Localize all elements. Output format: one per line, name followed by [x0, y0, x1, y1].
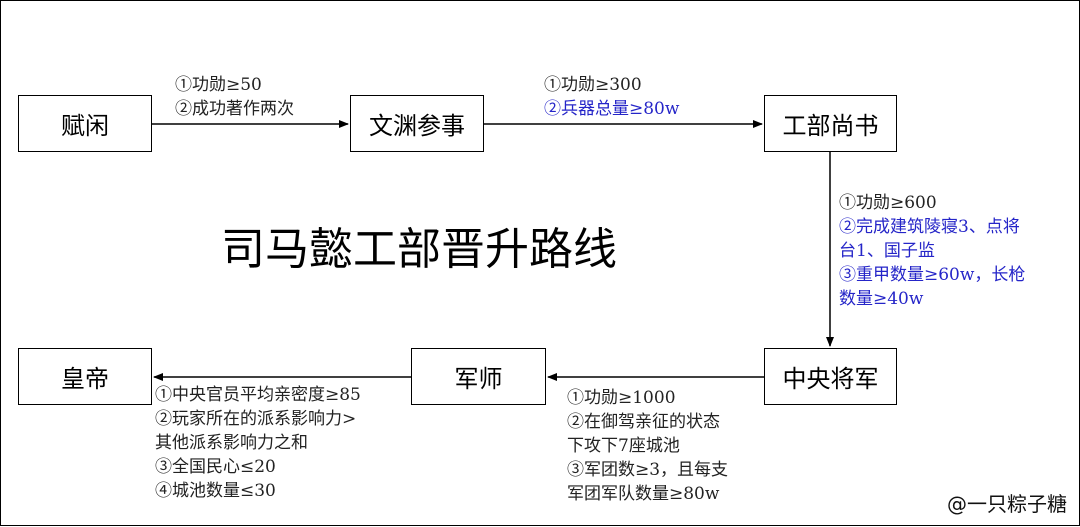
- condition-line: 军团军队数量≥80w: [567, 484, 720, 504]
- condition-line: ③军团数≥3，且每支: [567, 460, 729, 480]
- condition-line: ④城池数量≤30: [155, 481, 276, 501]
- condition-line: ②在御驾亲征的状态: [567, 412, 720, 432]
- conditions-to-wenyuan: ①功勋≥50 ②成功著作两次: [175, 73, 294, 121]
- condition-line: ②成功著作两次: [175, 99, 294, 119]
- conditions-to-gongbu: ①功勋≥300 ②兵器总量≥80w: [544, 73, 679, 121]
- node-fuxian: 赋闲: [18, 95, 152, 152]
- node-wenyuan-canshi: 文渊参事: [350, 95, 484, 152]
- condition-line: ①中央官员平均亲密度≥85: [155, 385, 361, 405]
- condition-line: ①功勋≥300: [544, 75, 642, 95]
- condition-line: 下攻下7座城池: [567, 436, 680, 456]
- condition-line-highlight: 数量≥40w: [839, 289, 924, 309]
- node-huangdi: 皇帝: [18, 348, 152, 405]
- condition-line-highlight: ②完成建筑陵寝3、点将: [839, 217, 1020, 237]
- conditions-to-huangdi: ①中央官员平均亲密度≥85 ②玩家所在的派系影响力> 其他派系影响力之和 ③全国…: [155, 383, 361, 503]
- condition-line-highlight: 台1、国子监: [839, 241, 935, 261]
- condition-line: ①功勋≥50: [175, 75, 262, 95]
- node-zhongyang-jiangjun: 中央将军: [764, 348, 897, 405]
- condition-line: ③全国民心≤20: [155, 457, 276, 477]
- condition-line: ②玩家所在的派系影响力>: [155, 409, 357, 429]
- watermark: @一只粽子糖: [947, 492, 1067, 516]
- condition-line-highlight: ③重甲数量≥60w，长枪: [839, 265, 1026, 285]
- condition-line: ①功勋≥600: [839, 193, 937, 213]
- condition-line-highlight: ②兵器总量≥80w: [544, 99, 680, 119]
- node-junshi: 军师: [411, 348, 546, 405]
- condition-line: ①功勋≥1000: [567, 388, 676, 408]
- conditions-to-junshi: ①功勋≥1000 ②在御驾亲征的状态 下攻下7座城池 ③军团数≥3，且每支 军团…: [567, 386, 728, 506]
- node-gongbu-shangshu: 工部尚书: [764, 95, 897, 152]
- diagram-title: 司马懿工部晋升路线: [221, 224, 617, 275]
- condition-line: 其他派系影响力之和: [155, 433, 308, 453]
- conditions-to-zhongyang: ①功勋≥600 ②完成建筑陵寝3、点将 台1、国子监 ③重甲数量≥60w，长枪 …: [839, 191, 1025, 311]
